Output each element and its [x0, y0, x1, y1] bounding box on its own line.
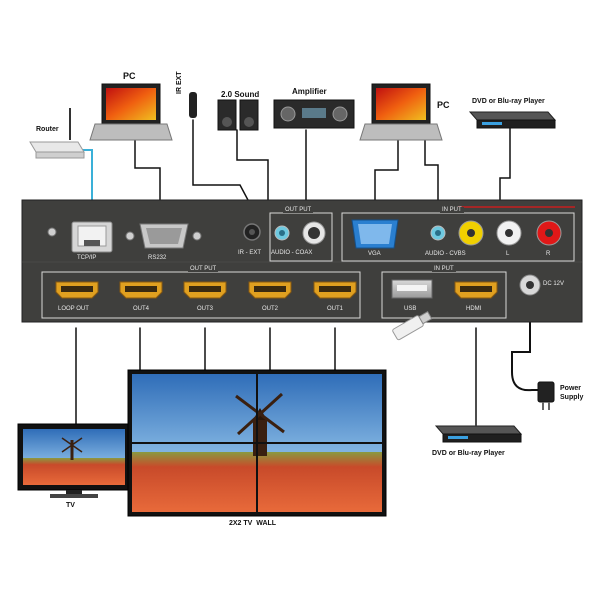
hdmi-input-label: HDMI	[466, 306, 482, 312]
speakers-icon	[217, 99, 259, 131]
sound-label: 2.0 Sound	[221, 90, 260, 99]
tv-icon	[17, 423, 131, 498]
amplifier-label: Amplifier	[292, 87, 327, 96]
pc-right-label: PC	[437, 100, 450, 110]
power-supply-icon	[537, 381, 555, 410]
coax-out-jack[interactable]	[302, 221, 326, 245]
router-icon	[29, 108, 85, 159]
pc-rs232-cable	[134, 139, 161, 211]
audio-coax-label: AUDIO - COAX	[271, 250, 313, 256]
hdmi-out4[interactable]	[119, 281, 163, 299]
cables	[59, 119, 546, 426]
audio-cvbs-label: AUDIO - CVBS	[425, 251, 466, 257]
hdmi-loop-out[interactable]	[55, 281, 99, 299]
dvd-player-bottom-icon	[434, 425, 523, 443]
vga-label: VGA	[368, 251, 381, 257]
audio-in-jack[interactable]	[430, 225, 446, 241]
dvd-bottom-label: DVD or Blu-ray Player	[432, 450, 505, 457]
dc-cable	[511, 299, 546, 392]
out3-label: OUT3	[197, 306, 214, 312]
pc-vga-cable	[374, 139, 399, 209]
hdmi-out1[interactable]	[313, 281, 357, 299]
tcp-ip-label: TCP/IP	[77, 255, 97, 261]
loop-out-label: LOOP OUT	[58, 306, 89, 312]
matrix-switch-panel	[21, 199, 583, 323]
dc-12v-label: DC 12V	[543, 281, 565, 287]
bottom-output-group-label: OUT PUT	[188, 266, 219, 272]
rs232-port[interactable]	[125, 223, 202, 249]
hdmi-input[interactable]	[454, 281, 498, 299]
top-output-group-label: OUT PUT	[283, 207, 314, 213]
dc-jack[interactable]	[519, 274, 541, 296]
power-supply-label: Power Supply	[560, 385, 584, 401]
pc-right-laptop-icon	[359, 83, 443, 141]
router-label: Router	[36, 126, 59, 133]
pc-left-label: PC	[123, 71, 136, 81]
out1-label: OUT1	[327, 306, 344, 312]
top-input-group-label: IN PUT	[440, 207, 464, 213]
ir-receiver-icon	[189, 92, 197, 118]
dvd-rca-cable	[499, 124, 511, 206]
rca-red-right[interactable]	[536, 220, 562, 246]
out4-label: OUT4	[133, 306, 150, 312]
audio-out-jack[interactable]	[274, 225, 290, 241]
rs232-label: RS232	[148, 255, 167, 261]
dvd-player-top-icon	[468, 111, 557, 129]
cvbs-rca-yellow[interactable]	[458, 220, 484, 246]
vga-port[interactable]	[351, 219, 399, 249]
amplifier-icon	[273, 99, 355, 129]
rca-white-left[interactable]	[496, 220, 522, 246]
pc-left-laptop-icon	[89, 83, 173, 141]
pc-audio-cable	[424, 139, 439, 216]
ethernet-port[interactable]	[71, 221, 113, 253]
tv-wall-2x2	[127, 369, 387, 517]
left-channel-label: L	[506, 251, 510, 257]
ir-ext-port-label: IR - EXT	[238, 250, 262, 256]
sound-cable	[236, 129, 269, 201]
hdmi-out3[interactable]	[183, 281, 227, 299]
dvd-top-label: DVD or Blu-ray Player	[472, 98, 545, 105]
right-channel-label: R	[546, 251, 551, 257]
bottom-input-group-label: IN PUT	[432, 266, 456, 272]
usb-stick-icon	[392, 311, 433, 341]
usb-label: USB	[404, 306, 417, 312]
usb-port[interactable]	[391, 279, 433, 299]
ir-ext-jack[interactable]	[243, 223, 261, 241]
hdmi-out2[interactable]	[248, 281, 292, 299]
ir-ext-device-label: IR EXT	[176, 71, 183, 94]
tv-wall-label: 2X2 TV WALL	[229, 520, 277, 527]
out2-label: OUT2	[262, 306, 279, 312]
tv-label: TV	[66, 502, 75, 509]
